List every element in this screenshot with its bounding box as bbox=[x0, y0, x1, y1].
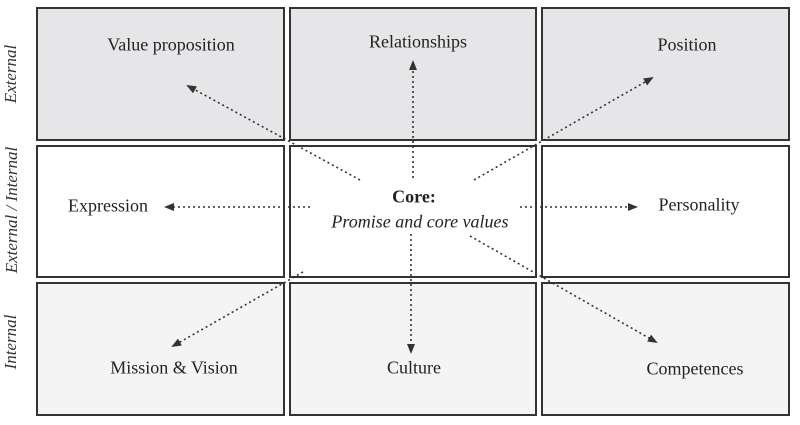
cell-top-center bbox=[289, 7, 537, 141]
label-mission-vision: Mission & Vision bbox=[110, 357, 238, 378]
arrow-to-competences bbox=[469, 235, 658, 343]
row-label-external-internal: External / Internal bbox=[2, 146, 21, 274]
label-competences: Competences bbox=[646, 358, 744, 379]
label-expression: Expression bbox=[68, 195, 148, 216]
row-label-internal: Internal bbox=[1, 314, 20, 370]
cell-top-left bbox=[36, 7, 285, 141]
core-subtitle: Promise and core values bbox=[331, 211, 509, 232]
cell-bottom-left bbox=[36, 282, 285, 416]
cell-bottom-center bbox=[289, 282, 537, 416]
cell-middle-right bbox=[541, 145, 790, 278]
label-culture: Culture bbox=[387, 357, 441, 378]
cell-bottom-right bbox=[541, 282, 790, 416]
row-label-external: External bbox=[1, 44, 20, 104]
cell-middle-left bbox=[36, 145, 285, 278]
label-value-proposition: Value proposition bbox=[107, 34, 235, 55]
label-personality: Personality bbox=[658, 194, 740, 215]
arrow-to-position bbox=[473, 77, 654, 181]
core-title: Core: bbox=[392, 186, 436, 207]
label-position: Position bbox=[657, 34, 717, 55]
label-relationships: Relationships bbox=[369, 31, 467, 52]
